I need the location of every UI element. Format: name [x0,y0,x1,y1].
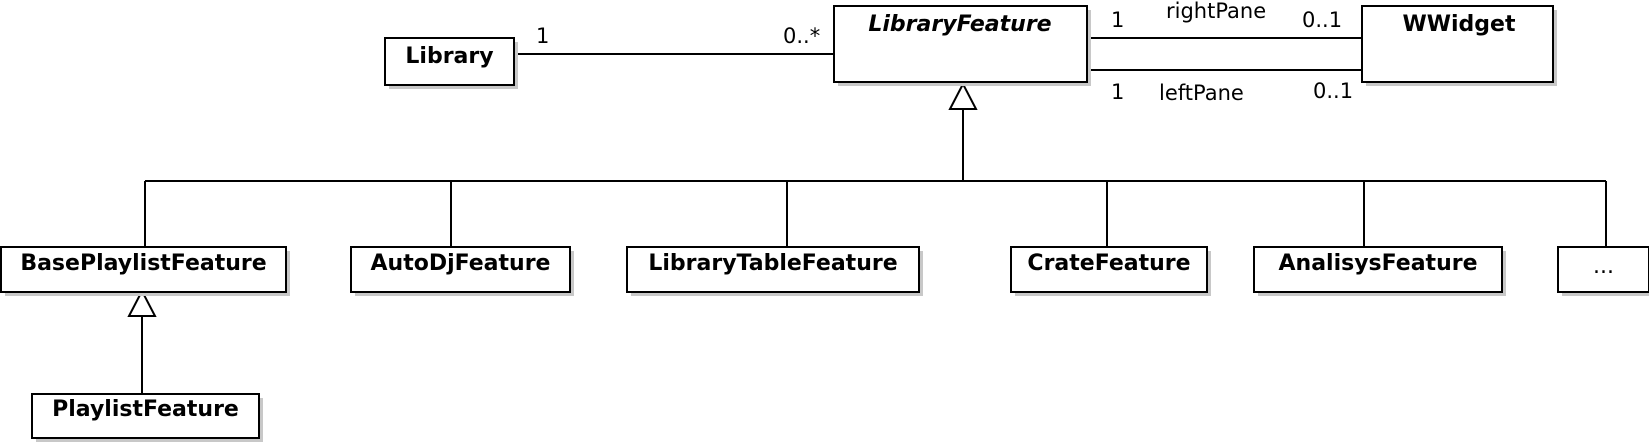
class-playlist-feature[interactable]: PlaylistFeature [31,393,263,442]
edges [127,37,1607,394]
generalization-arrowhead-base-playlist [127,288,157,317]
class-auto-dj-feature[interactable]: AutoDjFeature [350,246,574,296]
class-crate-feature-name: CrateFeature [1027,251,1190,276]
class-library-feature[interactable]: LibraryFeature [833,5,1091,86]
class-analisys-feature-name: AnalisysFeature [1279,251,1478,276]
class-library[interactable]: Library [384,37,518,89]
class-library-feature-name: LibraryFeature [868,12,1051,37]
left-pane-target-multiplicity: 0..1 [1313,79,1353,103]
association-labels: 1 0..* 1 rightPane 0..1 1 leftPane 0..1 [536,0,1353,105]
class-crate-feature[interactable]: CrateFeature [1010,246,1211,296]
class-library-table-feature[interactable]: LibraryTableFeature [626,246,923,296]
class-library-table-feature-name: LibraryTableFeature [648,251,897,276]
right-pane-role: rightPane [1166,0,1266,23]
right-pane-target-multiplicity: 0..1 [1302,8,1342,32]
left-pane-role: leftPane [1159,81,1244,105]
class-more[interactable]: ... [1557,246,1649,296]
class-wwidget[interactable]: WWidget [1361,5,1557,86]
class-more-name: ... [1593,254,1614,279]
class-playlist-feature-name: PlaylistFeature [52,397,239,422]
class-analisys-feature[interactable]: AnalisysFeature [1253,246,1506,296]
library-feature-multiplicity: 0..* [783,24,820,48]
class-wwidget-name: WWidget [1402,12,1515,37]
class-library-name: Library [405,44,493,69]
left-pane-source-multiplicity: 1 [1111,80,1124,104]
class-auto-dj-feature-name: AutoDjFeature [371,251,551,276]
class-base-playlist-feature-name: BasePlaylistFeature [20,251,266,276]
library-multiplicity: 1 [536,24,549,48]
right-pane-source-multiplicity: 1 [1111,8,1124,32]
generalization-arrowhead-library-feature [948,81,978,110]
class-base-playlist-feature[interactable]: BasePlaylistFeature [0,246,290,296]
